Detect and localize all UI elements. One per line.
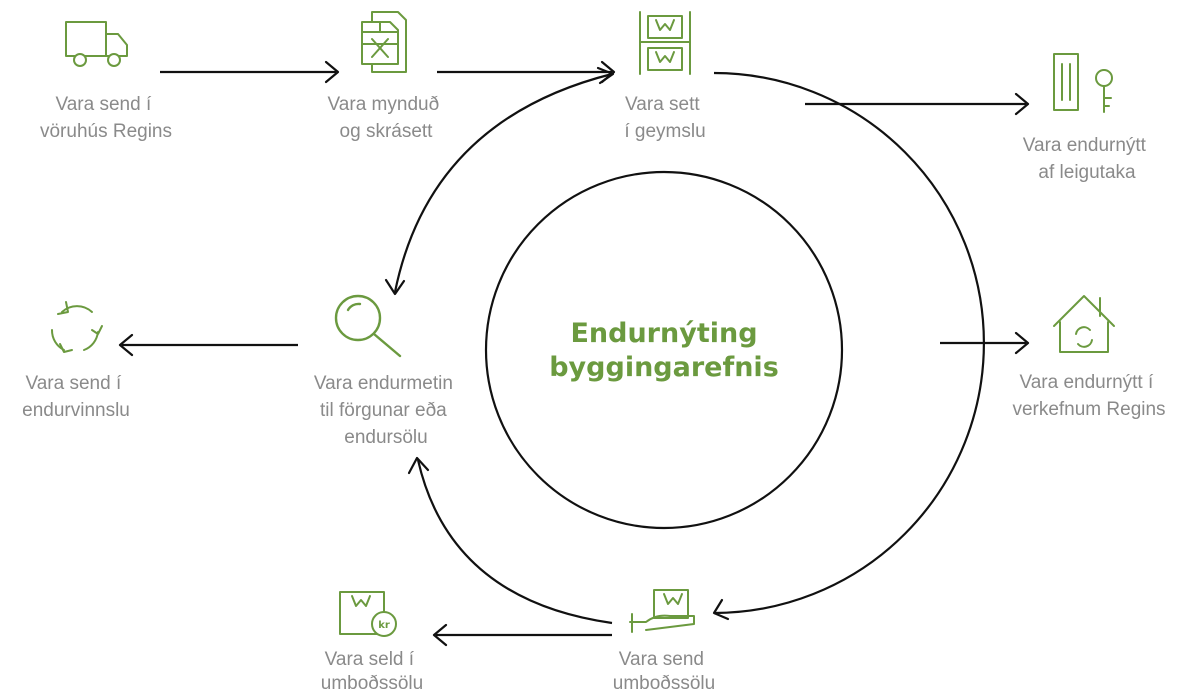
arrowhead <box>324 60 340 84</box>
label-document: Vara mynduð og skrásett <box>328 94 445 142</box>
magnifier-icon <box>334 294 402 358</box>
truck-icon <box>65 21 128 67</box>
label-projects: Vara endurnýtt í verkefnum Regins <box>1012 372 1165 420</box>
label-tenant: Vara endurnýtt af leigutaka <box>1023 135 1152 183</box>
label-evaluate: Vara endurmetin til förgunar eða endursö… <box>314 373 458 448</box>
center-title-line1: Endurnýting <box>570 318 757 349</box>
label-consign: Vara send umboðssölu <box>613 649 715 691</box>
arrowhead <box>384 278 406 296</box>
building-key-icon <box>1053 53 1113 113</box>
arrowhead <box>1014 92 1030 116</box>
arrowhead <box>432 623 448 647</box>
arrowhead <box>118 333 134 357</box>
label-truck: Vara send í vöruhús Regins <box>40 94 172 142</box>
storage-boxes-icon <box>639 11 691 75</box>
label-recycle: Vara send í endurvinnslu <box>22 373 130 421</box>
spreadsheet-icon <box>361 11 407 73</box>
recycle-icon <box>50 301 103 353</box>
center-title-line2: byggingarefnis <box>549 352 779 383</box>
label-storage: Vara sett í geymslu <box>624 94 705 142</box>
arrow-consign-to-evaluate <box>416 459 613 625</box>
arrowhead <box>712 598 730 621</box>
arrowhead <box>407 456 430 475</box>
center-circle <box>484 170 844 530</box>
connectors <box>118 60 1030 647</box>
box-kr-icon <box>339 591 397 637</box>
arrowhead <box>596 66 615 85</box>
kr-currency-glyph: kr <box>378 620 390 631</box>
hand-box-icon <box>629 589 695 633</box>
label-sold: Vara seld í umboðssölu <box>321 649 423 691</box>
arrow-storage-to-evaluate <box>393 72 613 293</box>
arrowhead <box>1014 331 1030 355</box>
house-recycle-icon <box>1053 295 1115 353</box>
